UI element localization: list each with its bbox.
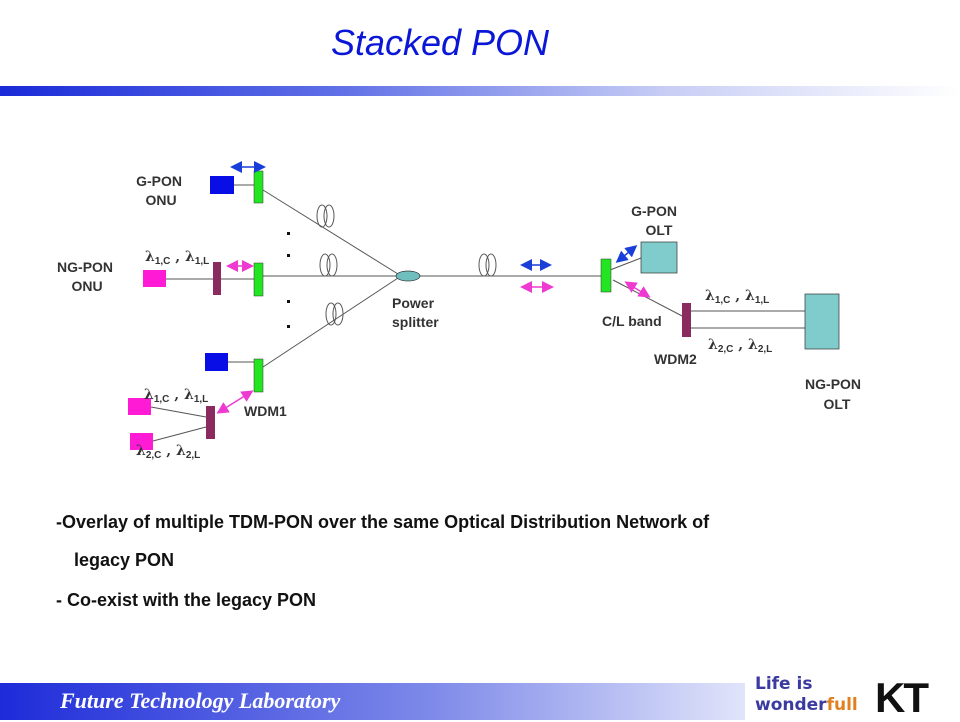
kt-logo: KT [875, 674, 929, 721]
fiber-onu-to-wdm1-bottom [152, 426, 207, 442]
svg-text:λ1,C , λ1,L: λ1,C , λ1,L [705, 288, 769, 306]
svg-text:λ1,C , λ1,L: λ1,C , λ1,L [145, 249, 209, 267]
ngpon-onu-device-wdm1-a [128, 398, 151, 415]
label-gpon-olt: G-PON OLT [631, 203, 681, 238]
bidirectional-arrow-wdm1 [216, 390, 254, 414]
slogan-line1: Life is [755, 674, 813, 694]
bidirectional-arrow-olt-gpon [615, 245, 638, 263]
label-ngpon-onu: NG-PON ONU [57, 259, 117, 294]
more-branches-dots [287, 232, 290, 328]
filter-middle [253, 262, 264, 297]
label-power-splitter: Power splitter [392, 295, 439, 330]
gpon-onu-device-bottom [205, 353, 228, 371]
label-cl-band: C/L band [602, 313, 662, 329]
wavelength-label-wdm1-top: λ1,C , λ1,L [144, 387, 208, 405]
bullet-notes: -Overlay of multiple TDM-PON over the sa… [56, 510, 916, 612]
ngpon-onu-device-wdm1-b [130, 433, 153, 450]
ngpon-olt-box [804, 293, 840, 350]
note-coexist: - Co-exist with the legacy PON [56, 590, 317, 610]
filter-olt-cl-band [600, 258, 612, 293]
brand-logo-area: Life is wonderfull KT [745, 670, 960, 721]
fiber-lines [150, 184, 805, 442]
power-splitter-icon [395, 270, 421, 282]
filter-top [253, 170, 264, 204]
filter-bottom [253, 358, 264, 393]
wavelength-label-wdm1-bottom: λ2,C , λ2,L [136, 443, 200, 461]
label-gpon-onu: G-PON ONU [136, 173, 186, 208]
fiber-coil-icon [325, 302, 344, 326]
fiber-top-branch [262, 189, 399, 275]
fiber-onu-to-wdm1-top [150, 406, 207, 418]
slogan-line2: wonderfull [755, 695, 858, 715]
wdm-block-mid [213, 262, 221, 295]
ngpon-onu-device-mid [143, 270, 166, 287]
footer-lab-name: Future Technology Laboratory [60, 688, 341, 713]
svg-text:λ2,C , λ2,L: λ2,C , λ2,L [708, 337, 772, 355]
wavelength-label-mid: λ1,C , λ1,L [145, 249, 209, 267]
fiber-coils [316, 204, 497, 326]
wdm1-block [206, 406, 215, 439]
fiber-bottom-branch [262, 277, 399, 368]
note-overlay: -Overlay of multiple TDM-PON over the sa… [56, 512, 710, 532]
svg-text:λ1,C , λ1,L: λ1,C , λ1,L [144, 387, 208, 405]
note-overlay-continued: legacy PON [74, 550, 175, 570]
label-ngpon-olt: NG-PON OLT [805, 376, 865, 412]
fiber-coil-icon [316, 204, 335, 228]
fiber-coil-icon [478, 253, 497, 277]
label-wdm1: WDM1 [244, 403, 287, 419]
gpon-olt-box [640, 241, 678, 274]
fiber-coil-icon [319, 253, 338, 277]
label-wdm2: WDM2 [654, 351, 697, 367]
svg-text:λ2,C , λ2,L: λ2,C , λ2,L [136, 443, 200, 461]
wavelength-label-wdm2-top: λ1,C , λ1,L [705, 288, 769, 306]
wavelength-label-wdm2-bottom: λ2,C , λ2,L [708, 337, 772, 355]
gpon-onu-device-top [210, 176, 234, 194]
bidirectional-arrow-olt-ngpon [624, 281, 651, 298]
fiber-olt-gpon [609, 257, 642, 271]
stacked-pon-diagram: G-PON ONU NG-PON ONU G-PON OLT NG-PON OL… [57, 161, 865, 461]
wdm2-block [682, 303, 691, 337]
slide-title: Stacked PON [330, 22, 550, 63]
title-underline-bar [0, 86, 960, 96]
